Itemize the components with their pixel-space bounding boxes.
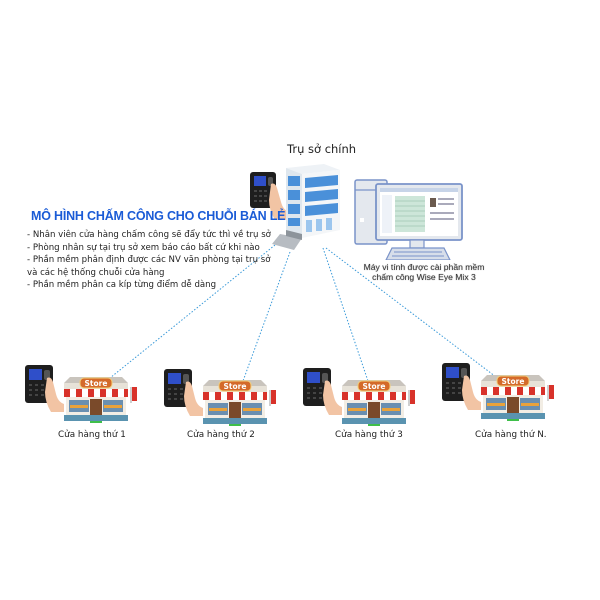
feature-list: - Nhân viên cửa hàng chấm công sẽ đẩy tứ…	[27, 229, 271, 292]
connector-store-n	[325, 247, 501, 381]
feature-item: và các hệ thống chuỗi cửa hàng	[27, 267, 165, 278]
diagram-title: MÔ HÌNH CHẤM CÔNG CHO CHUỖI BÁN LẺ	[31, 209, 286, 223]
connector-store-1	[104, 244, 276, 383]
store-sign-text: Store	[502, 377, 525, 386]
headquarters-label: Trụ sở chính	[287, 142, 357, 156]
fingerprint-device-icon	[250, 172, 289, 220]
store-label: Cửa hàng thứ 3	[335, 430, 403, 440]
fingerprint-device-icon	[302, 367, 346, 419]
fingerprint-device-icon	[24, 364, 68, 416]
computer-caption-line-2: chấm công Wise Eye Mix 3	[372, 272, 476, 282]
store-building-icon: Store	[477, 373, 557, 429]
store-sign-text: Store	[224, 382, 247, 391]
computer-icon	[354, 179, 463, 260]
fingerprint-device-icon	[441, 362, 485, 414]
connector-store-3	[322, 247, 369, 382]
headquarters-building-icon	[272, 164, 340, 250]
store-label: Cửa hàng thứ 2	[187, 430, 255, 440]
store-building-icon: Store	[338, 378, 418, 434]
feature-item: - Nhân viên cửa hàng chấm công sẽ đẩy tứ…	[27, 230, 271, 240]
feature-item: - Phần mềm phân ca kíp từng điểm dễ dàng	[27, 280, 217, 291]
store-building-icon: Store	[60, 375, 140, 431]
computer-caption: Máy vi tính được cài phần mềm chấm công …	[350, 262, 498, 282]
feature-item: - Phòng nhân sự tại trụ sở xem báo cáo b…	[27, 242, 260, 253]
computer-caption-line-1: Máy vi tính được cài phần mềm	[363, 262, 485, 272]
feature-item: - Phần mềm phân định được các NV văn phò…	[27, 255, 271, 266]
store-sign-text: Store	[363, 382, 386, 391]
store-sign-text: Store	[85, 379, 108, 388]
store-building-icon: Store	[199, 378, 279, 434]
fingerprint-device-icon	[163, 368, 207, 420]
store-label: Cửa hàng thứ 1	[58, 430, 126, 440]
store-label: Cửa hàng thứ N.	[475, 430, 547, 440]
